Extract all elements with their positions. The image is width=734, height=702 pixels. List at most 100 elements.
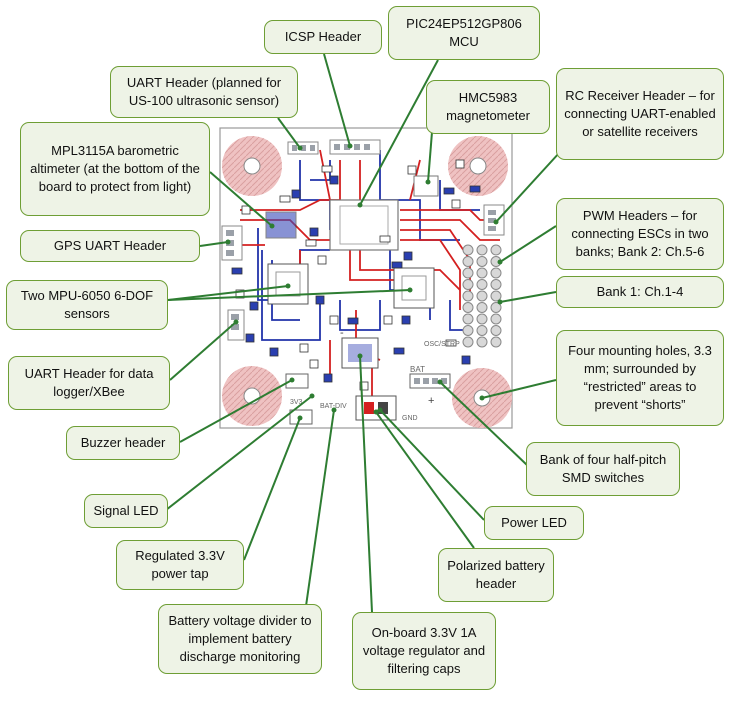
pwm-pin: [476, 279, 488, 290]
smd-part: [329, 315, 339, 325]
silk-bat-div-label: BAT-DIV: [320, 403, 347, 410]
pwm-pin: [476, 244, 488, 256]
callout-mounting-holes: Four mounting holes, 3.3 mm; surrounded …: [556, 330, 724, 426]
smd-part: [279, 195, 291, 203]
smd-part: [469, 185, 481, 193]
smd-part: [391, 261, 403, 269]
callout-mcu: PIC24EP512GP806 MCU: [388, 6, 540, 60]
mounting-hole: [448, 136, 508, 196]
callout-rc-receiver-header: RC Receiver Header – for connecting UART…: [556, 68, 724, 160]
silk-gnd-label: GND: [402, 415, 418, 422]
leader-power-led: [379, 409, 485, 521]
smd-part: [323, 373, 333, 383]
pwm-pin: [476, 256, 488, 267]
pwm-pin: [476, 290, 488, 302]
smd-components: [231, 159, 481, 391]
pwm-pin: [490, 290, 502, 302]
smd-part: [379, 235, 391, 243]
pwm-pin: [490, 302, 502, 313]
callout-mpu-sensors: Two MPU-6050 6-DOF sensors: [6, 280, 168, 330]
pwm-pin: [476, 325, 488, 336]
smd-part: [401, 315, 411, 325]
pwm-pin: [462, 256, 474, 267]
pwm-pin: [462, 302, 474, 313]
silk-vcc-label: 3V3: [290, 399, 303, 406]
callout-bank1: Bank 1: Ch.1-4: [556, 276, 724, 308]
smd-part: [383, 315, 393, 325]
callout-voltage-regulator: On-board 3.3V 1A voltage regulator and f…: [352, 612, 496, 690]
smd-part: [269, 347, 279, 357]
smd-part: [461, 355, 471, 365]
leader-mpu-2: [167, 289, 411, 301]
leader-mpu-1: [167, 285, 289, 301]
smd-part: [249, 301, 259, 311]
leader-switches: [439, 381, 529, 467]
pwm-pin: [462, 336, 474, 348]
pwm-pin: [490, 336, 502, 348]
smd-part: [305, 239, 317, 247]
pwm-pin: [462, 267, 474, 279]
leader-regulator: [359, 355, 373, 613]
smd-part: [403, 251, 413, 261]
callout-signal-led: Signal LED: [84, 494, 168, 528]
smd-part: [329, 175, 339, 185]
pwm-pin: [490, 279, 502, 290]
leader-icsp: [323, 53, 351, 147]
callout-barometer: MPL3115A barometric altimeter (at the bo…: [20, 122, 210, 216]
leader-mcu: [359, 59, 439, 206]
callout-power-led: Power LED: [484, 506, 584, 540]
callout-smd-switches: Bank of four half-pitch SMD switches: [526, 442, 680, 496]
smd-part: [317, 255, 327, 265]
pwm-pin: [462, 290, 474, 302]
smd-part: [315, 295, 325, 305]
callout-battery-divider: Battery voltage divider to implement bat…: [158, 604, 322, 674]
magnetometer-chip: [413, 175, 439, 197]
pwm-pin: [476, 302, 488, 313]
leader-signal-led: [165, 395, 313, 511]
callout-uart-sonar-header: UART Header (planned for US-100 ultrason…: [110, 66, 298, 118]
callout-buzzer-header: Buzzer header: [66, 426, 180, 460]
callout-power-tap: Regulated 3.3V power tap: [116, 540, 244, 590]
pwm-pin: [462, 279, 474, 290]
smd-part: [231, 267, 243, 275]
smd-part: [407, 165, 417, 175]
uart-sonar-header: [287, 141, 319, 155]
pwm-pin: [490, 325, 502, 336]
callout-magnetometer: HMC5983 magnetometer: [426, 80, 550, 134]
smd-part: [347, 317, 359, 325]
silk-minus-label: -: [340, 327, 344, 339]
leader-rc: [495, 151, 561, 223]
leader-magnetometer: [427, 131, 433, 183]
smd-part: [321, 165, 333, 173]
pwm-pin: [462, 313, 474, 325]
leader-power-tap: [243, 417, 301, 561]
mpu-sensor: [393, 267, 435, 309]
callout-gps-uart-header: GPS UART Header: [20, 230, 200, 262]
callout-battery-header: Polarized battery header: [438, 548, 554, 602]
leader-pwm: [499, 225, 557, 263]
pwm-pin: [462, 244, 474, 256]
smd-part: [309, 227, 319, 237]
smd-part: [245, 333, 255, 343]
leader-barometer: [209, 171, 273, 227]
silk-plus-label: +: [428, 395, 434, 407]
silk-strip-label: OSC/STRP: [424, 341, 460, 348]
leader-mounting: [481, 379, 557, 399]
smd-part: [451, 199, 461, 209]
leader-gps: [199, 241, 229, 247]
smd-part: [309, 359, 319, 369]
buzzer-header: [285, 373, 309, 389]
smd-part: [455, 159, 465, 169]
logger-uart-header: [227, 309, 245, 341]
leader-bank1: [499, 291, 557, 303]
pwm-pin: [476, 313, 488, 325]
pwm-pin: [476, 336, 488, 348]
smd-part: [291, 189, 301, 199]
pwm-pin: [462, 325, 474, 336]
callout-pwm-headers: PWM Headers – for connecting ESCs in two…: [556, 198, 724, 270]
callout-icsp-header: ICSP Header: [264, 20, 382, 54]
rc-receiver-header: [483, 204, 505, 236]
